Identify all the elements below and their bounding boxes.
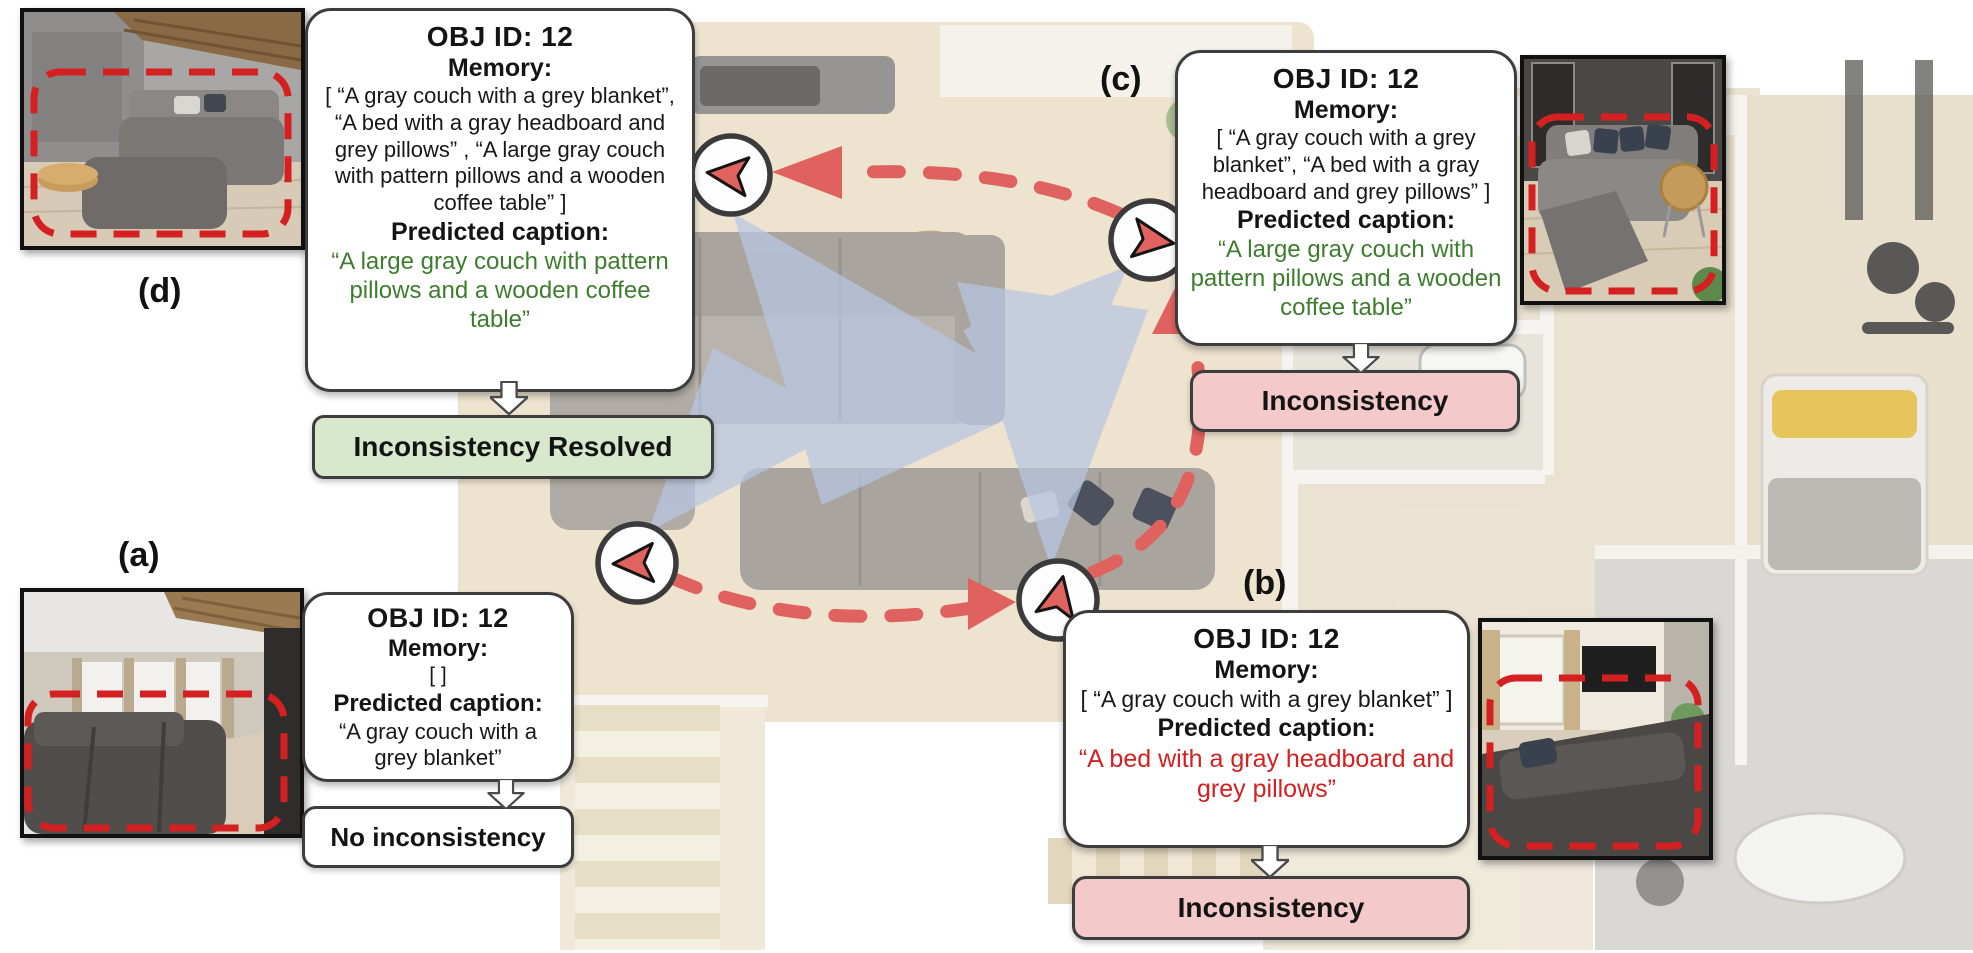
- status-a: No inconsistency: [302, 806, 574, 868]
- callout-d-memory-label: Memory:: [447, 54, 553, 82]
- couch-silhouette: [24, 712, 226, 834]
- status-d: Inconsistency Resolved: [312, 415, 714, 479]
- panel-label-b: (b): [1243, 564, 1287, 602]
- callout-c-title: OBJ ID: 12: [1272, 63, 1420, 94]
- red-dashed-outline: [1528, 113, 1718, 295]
- red-dashed-outline: [30, 68, 292, 238]
- panel-label-c: (c): [1100, 60, 1142, 98]
- callout-b-caption-label: Predicted caption:: [1157, 714, 1376, 743]
- callout-b: OBJ ID: 12 Memory: [ “A gray couch with …: [1063, 610, 1470, 848]
- photo-b-scene: [1482, 622, 1709, 856]
- status-c: Inconsistency: [1190, 370, 1520, 432]
- callout-b-memory-label: Memory:: [1214, 656, 1319, 684]
- callout-d-memory: [ “A gray couch with a grey blanket”, “A…: [325, 83, 675, 216]
- red-dashed-outline: [1486, 674, 1702, 850]
- callout-a: OBJ ID: 12 Memory: [ ] Predicted caption…: [302, 592, 574, 782]
- couch-pillows: [1564, 123, 1672, 157]
- couch-silhouette: [82, 90, 284, 229]
- bed-topview: [1760, 373, 1929, 577]
- callout-c: OBJ ID: 12 Memory: [ “A gray couch with …: [1175, 50, 1517, 346]
- view-frustums: [648, 213, 1148, 568]
- callout-d-title: OBJ ID: 12: [426, 21, 574, 52]
- path-c-to-d: [858, 165, 1125, 220]
- arrowhead-right: [968, 578, 1016, 630]
- callout-b-memory: [ “A gray couch with a grey blanket” ]: [1080, 686, 1453, 712]
- photo-b: [1478, 618, 1713, 860]
- callout-a-title: OBJ ID: 12: [367, 603, 509, 633]
- panel-label-a: (a): [118, 536, 160, 574]
- navigation-arrow-icon: [611, 541, 656, 583]
- navigation-arrow-icon: [705, 156, 751, 198]
- photo-d-scene: [24, 12, 301, 246]
- callout-c-memory-label: Memory:: [1293, 96, 1399, 124]
- callout-a-caption-label: Predicted caption:: [333, 689, 543, 717]
- frustum-c: [963, 266, 1128, 470]
- callout-a-memory: [ ]: [429, 664, 447, 687]
- couch-silhouette: [1482, 714, 1709, 856]
- callout-b-caption: “A bed with a gray headboard and grey pi…: [1078, 745, 1455, 804]
- photo-d: [20, 8, 305, 250]
- path-a-to-b: [665, 571, 979, 623]
- equipment-topview: [1845, 60, 1955, 334]
- photo-a-scene: [24, 592, 300, 834]
- navigation-arrow-icon: [1130, 217, 1176, 259]
- callout-c-caption: “A large gray couch with pattern pillows…: [1190, 236, 1502, 322]
- tv-screen: [1582, 646, 1656, 692]
- photo-a: [20, 588, 304, 838]
- photo-c-scene: [1524, 59, 1722, 301]
- red-dashed-outline: [24, 690, 288, 832]
- callout-d-caption-label: Predicted caption:: [390, 218, 610, 247]
- callout-d: OBJ ID: 12 Memory: [ “A gray couch with …: [305, 8, 695, 392]
- agent-marker-a: [595, 521, 679, 605]
- couch-silhouette: [1538, 123, 1698, 293]
- navigation-arrow-icon: [1034, 575, 1075, 622]
- side-table: [1659, 162, 1709, 238]
- down-block-arrow-icon: [1251, 845, 1289, 877]
- callout-b-title: OBJ ID: 12: [1193, 623, 1340, 654]
- photo-c: [1520, 55, 1726, 305]
- callout-c-memory: [ “A gray couch with a grey blanket”, “A…: [1201, 125, 1491, 204]
- callout-d-caption: “A large gray couch with pattern pillows…: [331, 248, 669, 333]
- down-block-arrow-icon: [487, 779, 525, 809]
- callout-a-memory-label: Memory:: [387, 635, 489, 662]
- callout-c-caption-label: Predicted caption:: [1236, 206, 1456, 235]
- stairs-topview: [575, 705, 1263, 950]
- down-block-arrow-icon: [490, 381, 528, 415]
- panel-label-d: (d): [138, 272, 182, 310]
- callout-a-caption: “A gray couch with a grey blanket”: [338, 718, 538, 770]
- agent-marker-d: [689, 133, 773, 217]
- status-b: Inconsistency: [1072, 876, 1470, 940]
- down-block-arrow-icon: [1342, 343, 1380, 373]
- arrowhead-left: [772, 146, 842, 199]
- frustum-a: [648, 348, 852, 532]
